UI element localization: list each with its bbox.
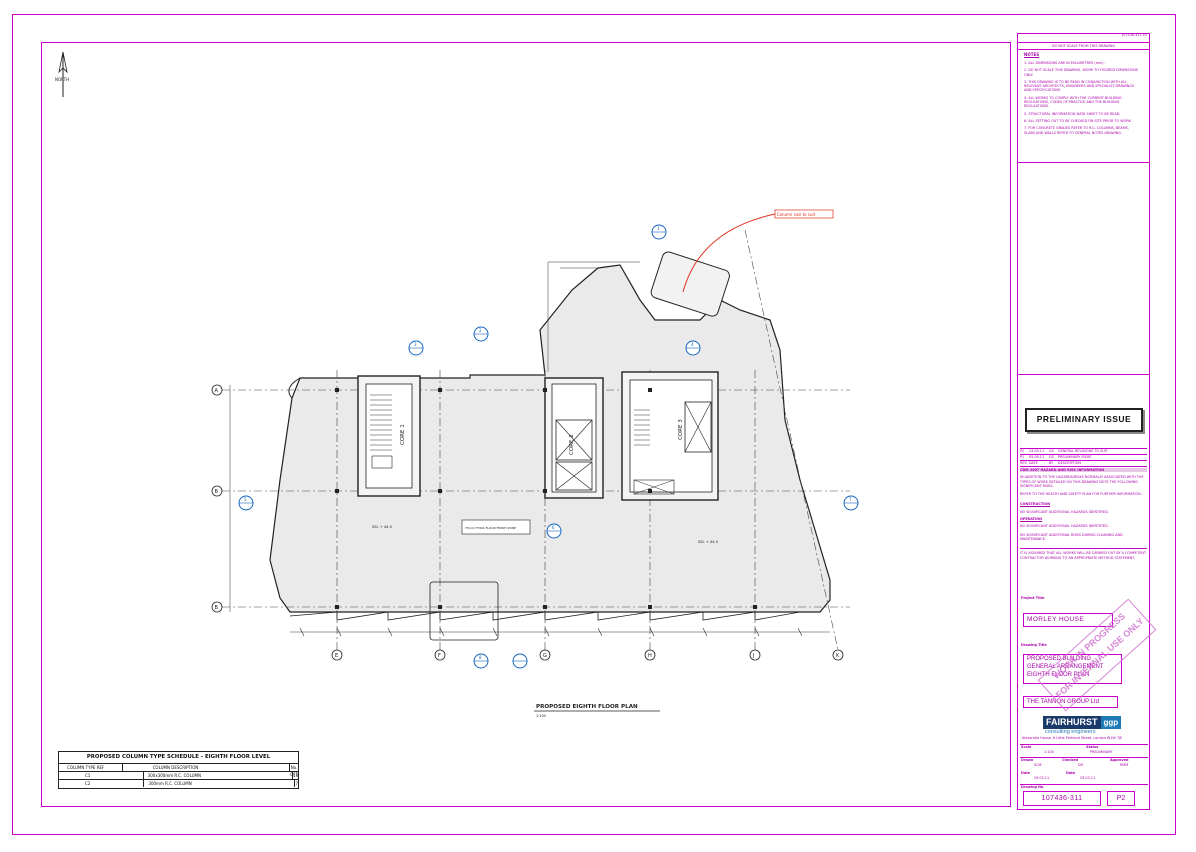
svg-text:5: 5 (244, 497, 247, 502)
notes-list: 1. ALL DIMENSIONS ARE IN MILLIMETRES (mm… (1024, 61, 1138, 135)
core-3-label: CORE 3 (678, 419, 684, 440)
svg-text:F: F (438, 653, 441, 659)
svg-text:SSL + 44.0: SSL + 44.0 (372, 525, 393, 529)
cdm-header: CDM 2007 HAZARD AND RISK INFORMATION (1020, 468, 1147, 473)
svg-text:4: 4 (691, 342, 694, 347)
preliminary-issue-stamp: PRELIMINARY ISSUE (1025, 408, 1143, 432)
drawing-frame (41, 42, 1011, 807)
core-2 (544, 377, 604, 499)
notes-title: NOTES (1024, 52, 1040, 57)
drawing-title: PROPOSED BUILDING GENERAL ARRANGEMENT EI… (1023, 654, 1122, 684)
project-name: MORLEY HOUSE (1023, 613, 1113, 627)
title-block: 107436-311 P2 DO NOT SCALE FROM THIS DRA… (1017, 33, 1150, 810)
svg-text:2: 2 (479, 328, 482, 333)
schedule-header-desc: COLUMN DESCRIPTION (123, 764, 291, 771)
svg-text:A: A (215, 388, 219, 394)
drawing-sheet-border (12, 14, 1176, 835)
column-schedule: PROPOSED COLUMN TYPE SCHEDULE - EIGHTH F… (58, 751, 299, 789)
company-logo: FAIRHURST ggp (1043, 716, 1122, 729)
north-label: NORTH (55, 77, 69, 82)
svg-text:8: 8 (479, 655, 482, 660)
core-1-label: CORE 1 (400, 424, 406, 445)
svg-text:75mm THICK FLOOR FINISH ZONE: 75mm THICK FLOOR FINISH ZONE (465, 526, 516, 530)
core-1 (357, 375, 421, 497)
svg-text:6: 6 (552, 525, 555, 530)
schedule-title: PROPOSED COLUMN TYPE SCHEDULE - EIGHTH F… (59, 752, 298, 764)
drawing-number: 107436-311 (1023, 791, 1101, 806)
plan-scale: 1:100 (536, 714, 546, 718)
title-block-top-ref: 107436-311 P2 (1121, 33, 1147, 37)
plan-title: PROPOSED EIGHTH FLOOR PLAN (536, 704, 638, 710)
project-label: Project Title (1021, 596, 1045, 600)
columns (335, 388, 757, 609)
svg-text:K: K (836, 653, 840, 659)
notes-header: DO NOT SCALE FROM THIS DRAWING (1018, 42, 1149, 50)
red-callout-text: Column size to suit (777, 212, 816, 217)
svg-text:B: B (215, 605, 219, 611)
schedule-row: C2 300mm R.C. COLUMN 7 (59, 780, 298, 787)
svg-text:3: 3 (414, 342, 417, 347)
svg-text:H: H (648, 653, 652, 659)
svg-text:J: J (752, 653, 754, 659)
svg-text:G: G (543, 653, 547, 659)
north-arrow-icon (58, 51, 68, 97)
stair-wing (650, 251, 730, 317)
title-fields: Scale 1:100 Status PRELIMINARY Drawn SCM… (1020, 744, 1148, 806)
schedule-header-ref: COLUMN TYPE REF (59, 764, 123, 771)
schedule-header-qty: No. OFF (290, 765, 298, 777)
core-3 (621, 371, 719, 501)
svg-text:SSL + 44.0: SSL + 44.0 (698, 540, 719, 544)
svg-text:E: E (335, 653, 338, 659)
room-note-box (461, 519, 531, 535)
svg-text:7: 7 (849, 497, 852, 502)
grid-bubbles-bottom (331, 649, 844, 661)
drawing-title-label: Drawing Title (1021, 643, 1047, 647)
svg-text:1: 1 (657, 226, 660, 231)
schedule-row: C1 300x300mm R.C. COLUMN 13 (59, 772, 298, 780)
company-subtitle: consulting engineers (1045, 729, 1096, 735)
revision-number: P2 (1107, 791, 1135, 806)
grid-bubbles-left (211, 384, 223, 613)
company-address: Alexandra House, 6 Little Portland Stree… (1022, 736, 1123, 740)
client-name: THE TANNON GROUP Ltd (1023, 696, 1118, 708)
red-callout-leader (682, 213, 776, 293)
svg-text:B: B (215, 489, 219, 495)
core-2-label: CORE 2 (569, 434, 575, 455)
